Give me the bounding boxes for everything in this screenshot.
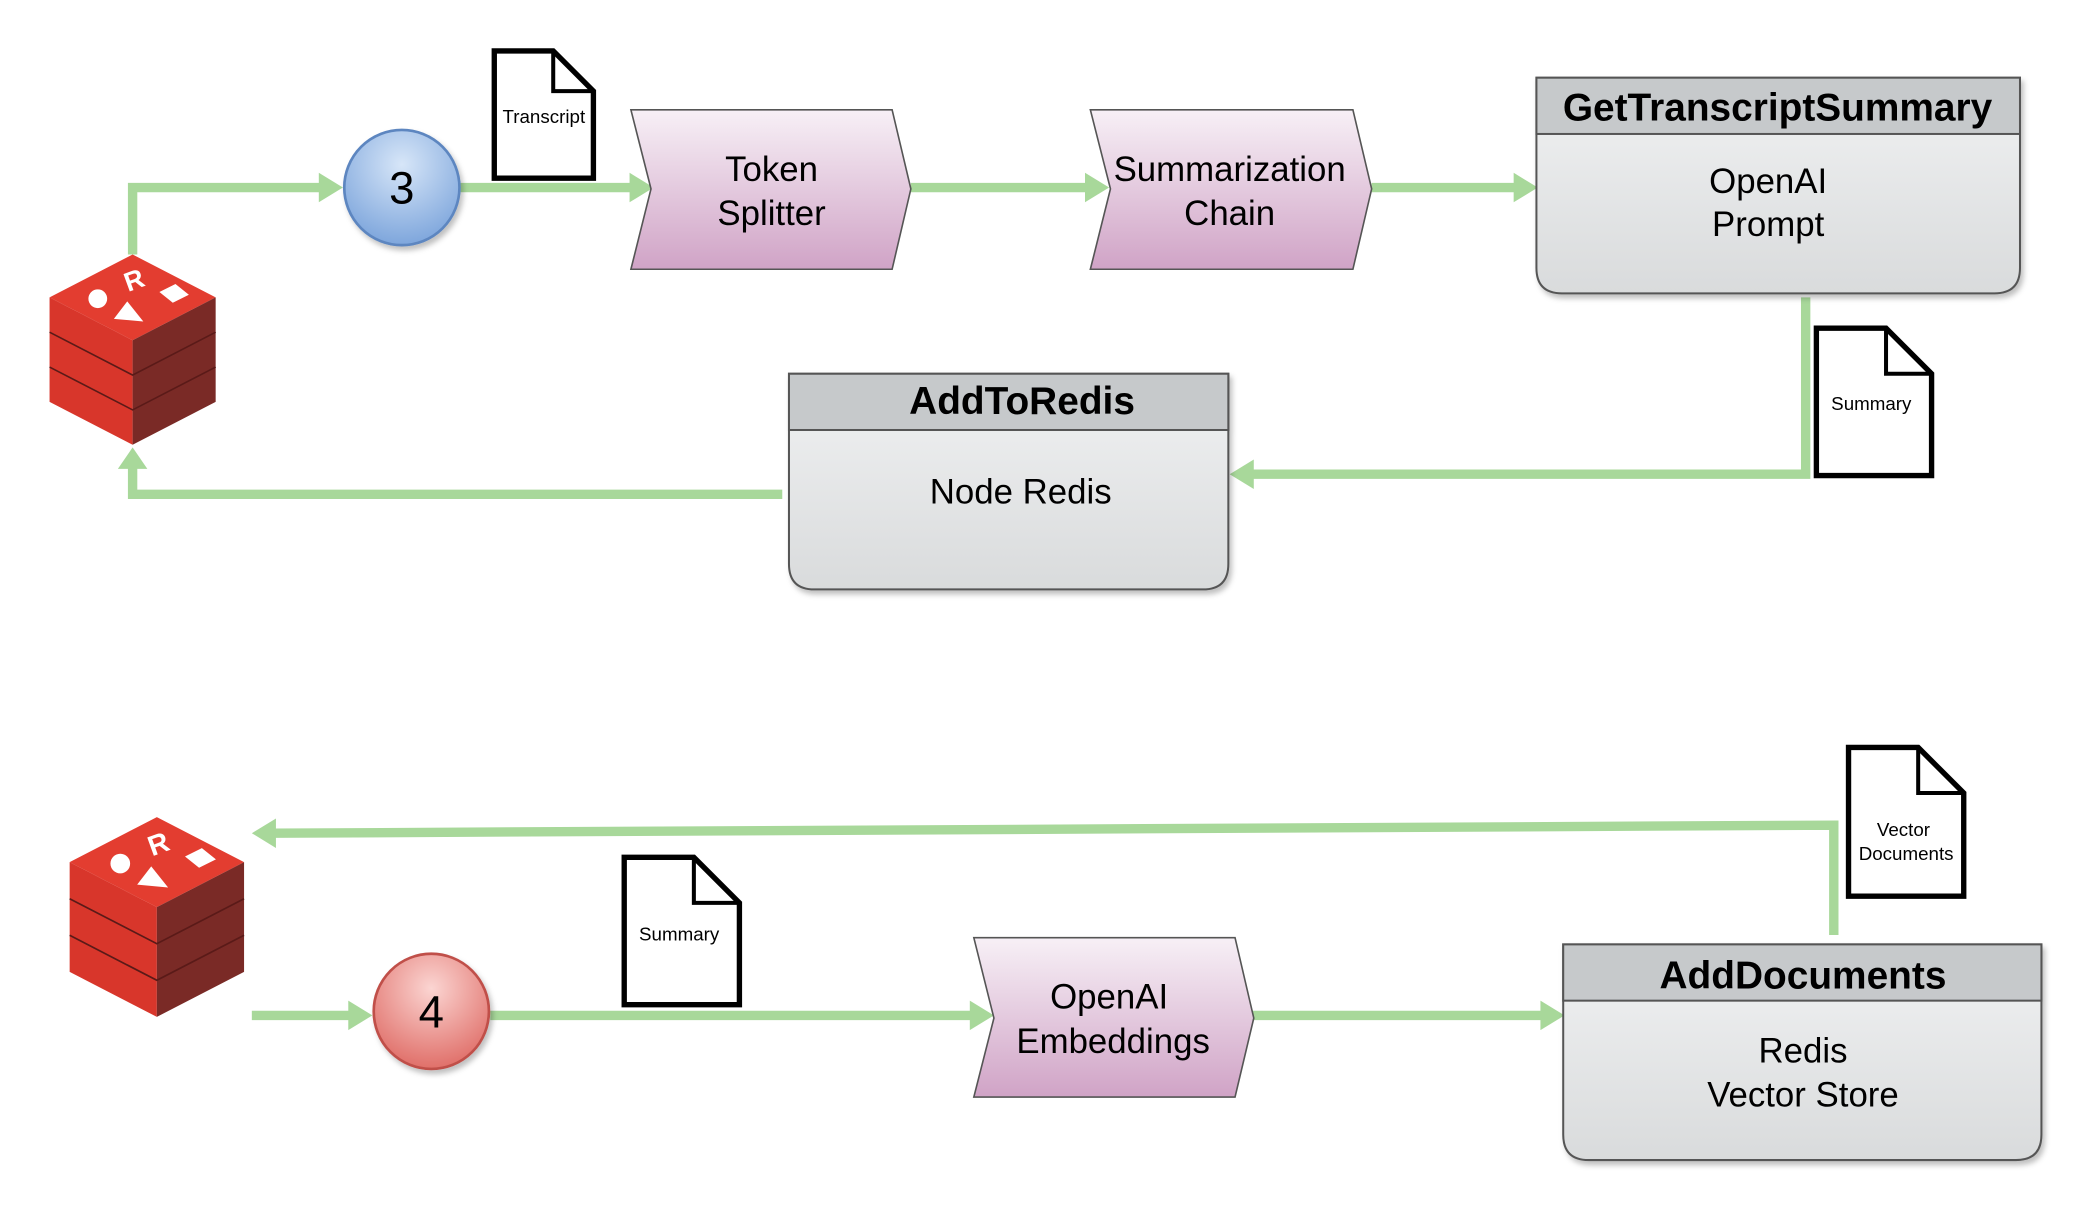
step-3-badge: 3 [342,128,461,247]
top-flow: 3 Transcript Token Splitter Summarizatio… [48,48,2021,591]
vector-documents-icon: Vector Documents [1845,744,1967,899]
add-to-redis-box [787,372,1230,591]
get-transcript-summary-body-line2: Prompt [1712,205,1825,244]
summary-doc-label-bottom: Summary [639,923,720,944]
token-splitter-line2: Splitter [717,194,826,233]
transcript-doc-label: Transcript [503,106,586,127]
connector-vectordocs-to-redis [251,818,1839,936]
connector-step3-to-splitter [459,172,654,203]
openai-embeddings-step: OpenAI Embeddings [972,936,1255,1098]
connector-redis-to-step4 [251,1000,373,1031]
bottom-flow: 4 Summary OpenAI Embeddings Vector Docum… [68,744,2043,1162]
openai-embeddings-line1: OpenAI [1050,978,1168,1017]
connector-chain-to-summary [1371,172,1538,203]
add-to-redis-header: AddToRedis [909,380,1135,423]
get-transcript-summary-header: GetTranscriptSummary [1563,87,1993,130]
redis-logo-bottom [68,816,245,1018]
add-to-redis-body: Node Redis [930,473,1112,512]
connector-summary-to-addtoredis [1229,297,1811,489]
add-documents-body-line1: Redis [1758,1031,1847,1070]
vector-docs-label-line1: Vector [1877,819,1930,840]
summary-document-icon-bottom: Summary [621,854,743,1008]
summarization-chain-step: Summarization Chain [1089,109,1373,271]
connector-redis-to-step3 [127,172,343,255]
step-3-number: 3 [389,163,414,214]
redis-logo-top [48,253,217,446]
token-splitter-step: Token Splitter [629,109,912,271]
add-documents-box [1562,943,2043,1162]
summary-doc-label-top: Summary [1831,393,1912,414]
connector-embeddings-to-adddocuments [1251,1000,1565,1031]
connector-addtoredis-to-redis [117,447,783,499]
transcript-document-icon: Transcript [491,48,597,181]
get-transcript-summary-box [1535,76,2021,295]
connector-step4-to-embeddings [490,1000,994,1031]
connector-splitter-to-chain [910,172,1110,203]
get-transcript-summary-body-line1: OpenAI [1709,162,1827,201]
token-splitter-line1: Token [725,150,818,189]
summarization-chain-line1: Summarization [1114,150,1346,189]
add-documents-body-line2: Vector Store [1707,1075,1899,1114]
add-documents-header: AddDocuments [1660,955,1947,998]
vector-docs-label-line2: Documents [1859,843,1954,864]
summary-document-icon-top: Summary [1813,325,1935,479]
summarization-chain-line2: Chain [1184,194,1275,233]
step-4-badge: 4 [372,952,491,1071]
step-4-number: 4 [419,986,444,1037]
openai-embeddings-line2: Embeddings [1016,1022,1210,1061]
